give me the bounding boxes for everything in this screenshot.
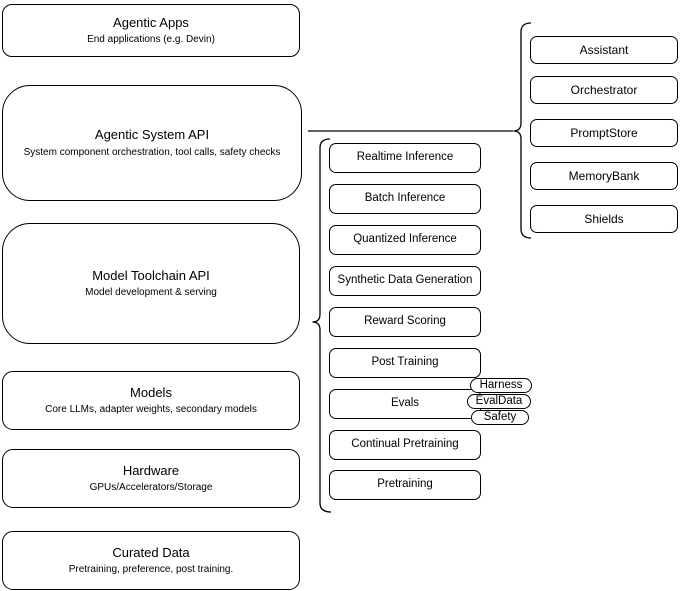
box-title: Hardware bbox=[122, 462, 180, 478]
box-agentic-apps: Agentic Apps End applications (e.g. Devi… bbox=[2, 4, 300, 57]
box-model-toolchain-api: Model Toolchain API Model development & … bbox=[2, 223, 300, 344]
component-label: Synthetic Data Generation bbox=[337, 274, 473, 287]
box-batch-inference: Batch Inference bbox=[329, 184, 481, 214]
box-models: Models Core LLMs, adapter weights, secon… bbox=[2, 371, 300, 430]
box-memorybank: MemoryBank bbox=[530, 162, 678, 190]
component-label: Orchestrator bbox=[570, 82, 638, 97]
component-label: Post Training bbox=[371, 356, 439, 369]
component-label: Assistant bbox=[579, 42, 629, 57]
box-assistant: Assistant bbox=[530, 36, 678, 64]
box-title: Models bbox=[130, 384, 172, 400]
box-agentic-system-api: Agentic System API System component orch… bbox=[2, 85, 302, 201]
pill-harness: Harness bbox=[470, 378, 532, 393]
box-continual-pretraining: Continual Pretraining bbox=[329, 430, 481, 460]
box-subtitle: End applications (e.g. Devin) bbox=[87, 34, 215, 46]
box-subtitle: Core LLMs, adapter weights, secondary mo… bbox=[45, 404, 257, 416]
box-subtitle: GPUs/Accelerators/Storage bbox=[89, 482, 213, 494]
box-promptstore: PromptStore bbox=[530, 119, 678, 147]
component-label: Quantized Inference bbox=[353, 233, 457, 246]
component-label: PromptStore bbox=[570, 125, 638, 140]
component-label: Realtime Inference bbox=[356, 151, 454, 164]
pill-label: Harness bbox=[479, 378, 523, 391]
box-evals: Evals bbox=[329, 389, 481, 419]
box-pretraining: Pretraining bbox=[329, 470, 481, 500]
box-orchestrator: Orchestrator bbox=[530, 76, 678, 104]
box-quantized-inference: Quantized Inference bbox=[329, 225, 481, 255]
component-label: Continual Pretraining bbox=[351, 438, 459, 451]
component-label: Reward Scoring bbox=[364, 315, 446, 328]
pill-label: Safety bbox=[483, 410, 517, 423]
box-realtime-inference: Realtime Inference bbox=[329, 143, 481, 173]
box-synthetic-data-generation: Synthetic Data Generation bbox=[329, 266, 481, 296]
component-label: Batch Inference bbox=[364, 192, 446, 205]
box-hardware: Hardware GPUs/Accelerators/Storage bbox=[2, 449, 300, 508]
box-post-training: Post Training bbox=[329, 348, 481, 378]
box-title: Model Toolchain API bbox=[92, 267, 210, 283]
component-label: Shields bbox=[584, 211, 624, 226]
pill-label: EvalData bbox=[475, 394, 523, 407]
box-shields: Shields bbox=[530, 205, 678, 233]
system-components-group-brace bbox=[513, 22, 532, 239]
box-title: Agentic Apps bbox=[113, 14, 189, 30]
box-subtitle: Pretraining, preference, post training. bbox=[68, 564, 234, 576]
box-curated-data: Curated Data Pretraining, preference, po… bbox=[2, 531, 300, 590]
pill-evaldata: EvalData bbox=[467, 394, 531, 409]
box-title: Agentic System API bbox=[94, 127, 210, 143]
component-label: Pretraining bbox=[377, 478, 433, 491]
box-subtitle: System component orchestration, tool cal… bbox=[23, 146, 281, 158]
box-reward-scoring: Reward Scoring bbox=[329, 307, 481, 337]
pill-safety: Safety bbox=[471, 410, 529, 425]
component-label: Evals bbox=[390, 397, 420, 410]
box-subtitle: Model development & serving bbox=[85, 287, 217, 299]
box-title: Curated Data bbox=[112, 544, 190, 560]
component-label: MemoryBank bbox=[568, 168, 640, 183]
